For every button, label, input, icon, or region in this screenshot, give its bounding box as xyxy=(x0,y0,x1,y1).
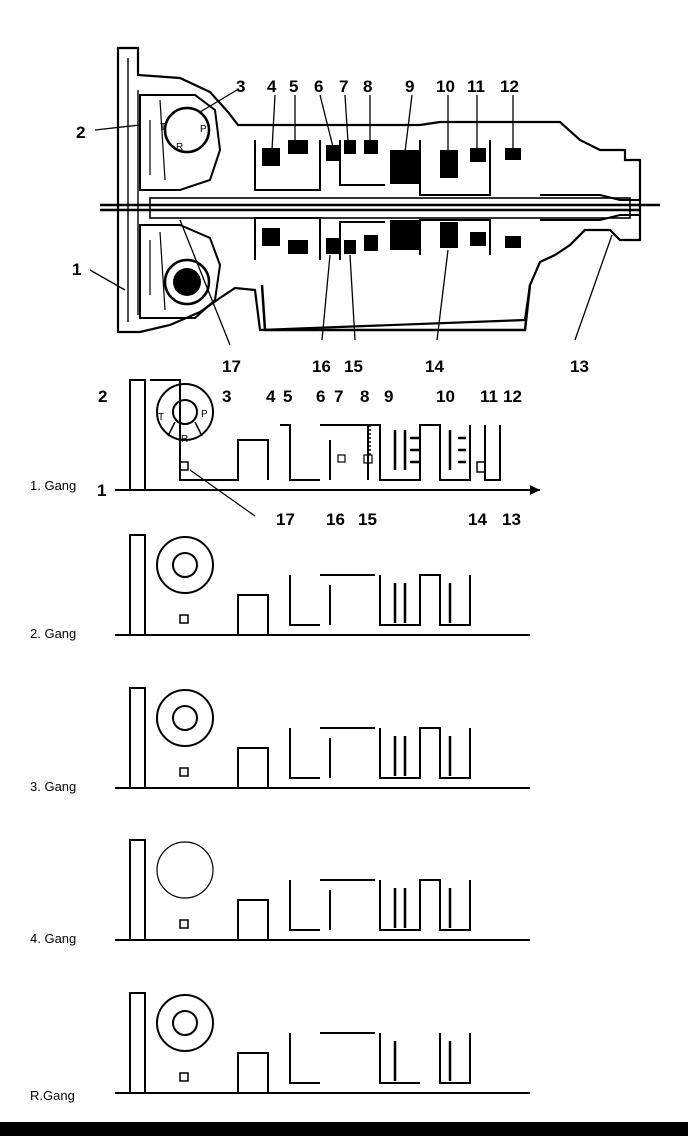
schema-label-16: 16 xyxy=(326,510,345,529)
callout-1: 1 xyxy=(72,260,81,279)
callout-9: 9 xyxy=(405,77,414,96)
reactor-letter: R xyxy=(176,142,183,153)
schema-label-10: 10 xyxy=(436,387,455,406)
schema-gear-r: R.Gang xyxy=(30,992,530,1103)
schema-label-3: 3 xyxy=(222,387,231,406)
callout-7: 7 xyxy=(339,77,348,96)
gear-label-1: 1. Gang xyxy=(30,478,76,493)
callout-13: 13 xyxy=(570,357,589,376)
leader-lines xyxy=(89,89,613,346)
callout-2: 2 xyxy=(76,123,85,142)
callout-8: 8 xyxy=(363,77,372,96)
schema-label-6: 6 xyxy=(316,387,325,406)
schema-label-14: 14 xyxy=(468,510,487,529)
schema-label-2: 2 xyxy=(98,387,107,406)
schema-gear-4: 4. Gang xyxy=(30,839,530,946)
gear-label-4: 4. Gang xyxy=(30,931,76,946)
pump-letter: P xyxy=(200,124,207,135)
callout-11: 11 xyxy=(467,77,485,96)
gear-label-2: 2. Gang xyxy=(30,626,76,641)
schema-pump-letter: P xyxy=(201,409,208,420)
callout-17: 17 xyxy=(222,357,241,376)
gear-label-3: 3. Gang xyxy=(30,779,76,794)
callout-15: 15 xyxy=(344,357,363,376)
upper-clutch-packs xyxy=(254,140,521,196)
schema-label-8: 8 xyxy=(360,387,369,406)
turbine-letter: T xyxy=(160,122,166,133)
schema-label-4: 4 xyxy=(266,387,276,406)
schema-label-5: 5 xyxy=(283,387,292,406)
schema-label-7: 7 xyxy=(334,387,343,406)
gear-label-r: R.Gang xyxy=(30,1088,75,1103)
callout-3: 3 xyxy=(236,77,245,96)
schema-label-1: 1 xyxy=(97,481,106,500)
schema-label-15: 15 xyxy=(358,510,377,529)
schema-turbine-letter: T xyxy=(158,412,164,423)
schema-label-11: 11 xyxy=(480,387,498,406)
schema-gear-3: 3. Gang xyxy=(30,687,530,794)
callout-14: 14 xyxy=(425,357,444,376)
schema-label-12: 12 xyxy=(503,387,522,406)
schema-label-13: 13 xyxy=(502,510,521,529)
bottom-rule xyxy=(0,1122,688,1136)
schema-label-9: 9 xyxy=(384,387,393,406)
schema-reactor-letter: R xyxy=(181,434,188,445)
cross-section-drawing: T P R 2 3 4 5 6 7 8 9 10 11 12 1 17 16 1… xyxy=(72,46,660,376)
callout-12: 12 xyxy=(500,77,519,96)
lower-clutch-packs xyxy=(254,217,521,260)
callout-16: 16 xyxy=(312,357,331,376)
callout-6: 6 xyxy=(314,77,323,96)
callout-10: 10 xyxy=(436,77,455,96)
callout-4: 4 xyxy=(267,77,277,96)
schema-label-17: 17 xyxy=(276,510,295,529)
schema-gear-1: T P R 2 3 4 5 6 7 8 9 10 11 12 1 17 16 1… xyxy=(30,379,540,529)
schema-gear-2: 2. Gang xyxy=(30,534,530,641)
callout-5: 5 xyxy=(289,77,298,96)
